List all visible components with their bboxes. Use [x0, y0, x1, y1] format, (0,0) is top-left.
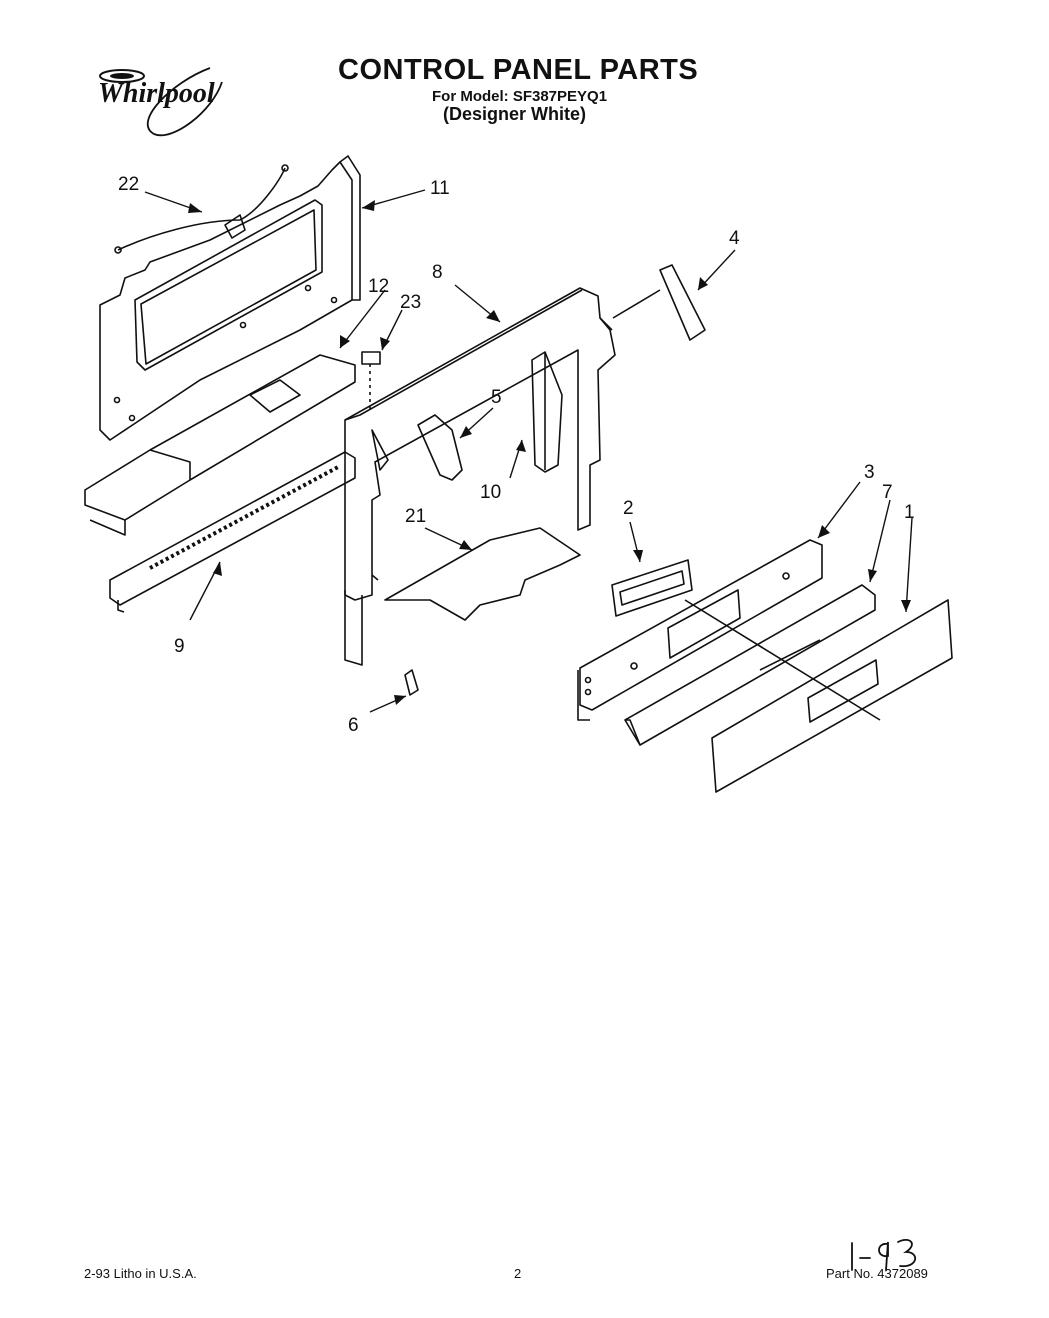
part-10-side-bracket: [531, 351, 563, 473]
brand-wordmark: Whirlpool: [98, 78, 215, 109]
part-1-front-glass: [711, 599, 953, 793]
callout-8: 8: [432, 262, 443, 283]
leader-lines: [144, 189, 913, 713]
callout-2: 2: [623, 498, 634, 519]
part-3-panel-frame: [577, 539, 823, 721]
callout-12: 12: [368, 276, 389, 297]
callout-7: 7: [882, 482, 893, 503]
handwritten-note: 1-93: [851, 1239, 916, 1271]
part-8-control-frame: [344, 287, 616, 666]
part-12-channel: [84, 354, 356, 536]
callout-labels: 22 11 12 23 8 4 5 10 21 9 2 3 7 1 6: [118, 174, 915, 736]
page-number: 2: [514, 1266, 522, 1281]
callout-4: 4: [729, 228, 740, 249]
callout-3: 3: [864, 462, 875, 483]
part-11-rear-panel: [99, 155, 361, 441]
part-4-trim: [612, 264, 706, 341]
part-2-control-display: [611, 559, 881, 721]
part-22-wire: [114, 164, 289, 254]
callout-22: 22: [118, 174, 139, 195]
model-line: For Model: SF387PEYQ1: [432, 88, 608, 105]
part-7-channel: [624, 584, 876, 746]
callout-10: 10: [480, 482, 501, 503]
callout-6: 6: [348, 715, 359, 736]
whirlpool-logo: [92, 62, 252, 140]
callout-1: 1: [904, 502, 915, 523]
part-9-vent-strip: [109, 451, 356, 613]
callout-23: 23: [400, 292, 421, 313]
callout-9: 9: [174, 636, 185, 657]
finish-line: (Designer White): [443, 104, 587, 124]
callout-21: 21: [405, 506, 426, 527]
print-info: 2-93 Litho in U.S.A.: [84, 1266, 197, 1281]
callout-11: 11: [430, 178, 450, 199]
part-6-clip: [404, 669, 419, 696]
part-21-shield: [384, 527, 581, 621]
callout-5: 5: [491, 387, 502, 408]
part-23-switch: [361, 351, 381, 412]
leader-arrowheads: [188, 200, 911, 705]
page-title: CONTROL PANEL PARTS: [338, 54, 699, 86]
part-5-end-cap: [417, 414, 463, 481]
